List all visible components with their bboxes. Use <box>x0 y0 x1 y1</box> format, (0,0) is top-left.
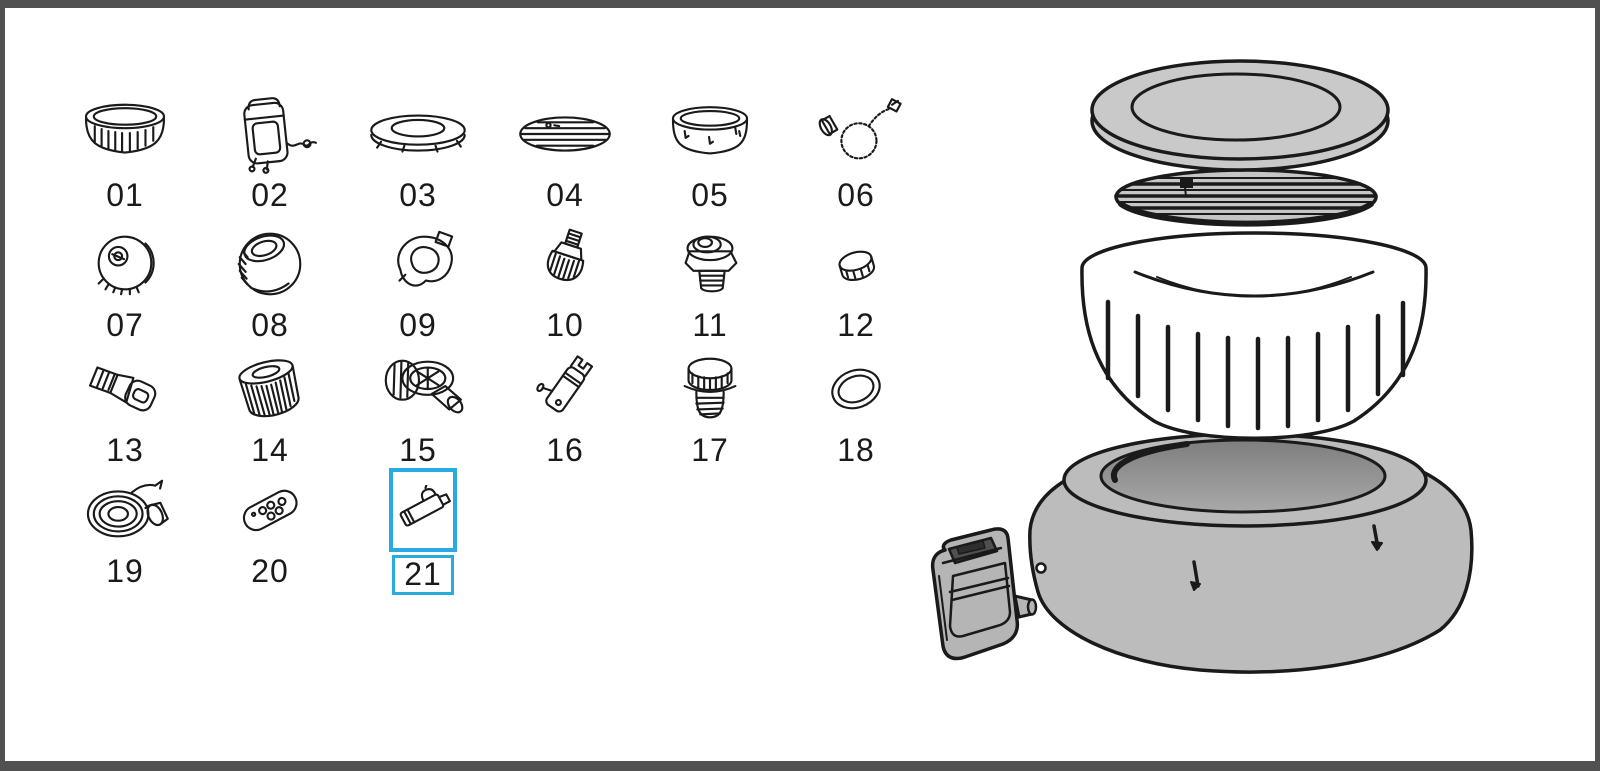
inflated-ring-illustration <box>1080 231 1428 440</box>
tub-wall-icon <box>652 92 768 176</box>
part-number: 10 <box>546 307 584 343</box>
part-number: 07 <box>106 307 144 343</box>
part-number: 13 <box>106 432 144 468</box>
part-cell-08[interactable]: 08 <box>205 222 335 343</box>
wrench-tool-icon <box>516 347 614 431</box>
cover-lid-icon <box>353 92 483 176</box>
part-number: 20 <box>251 553 289 589</box>
valve-cap-icon <box>77 222 173 306</box>
inflated-ring-icon <box>65 92 185 176</box>
coiled-hose-icon <box>802 92 910 176</box>
clamp-icon <box>369 222 467 306</box>
part-cell-13[interactable]: 13 <box>60 347 190 468</box>
air-valve-icon <box>519 222 611 306</box>
part-number: 18 <box>837 432 875 468</box>
threaded-adapter-icon <box>664 347 756 431</box>
part-cell-10[interactable]: 10 <box>500 222 630 343</box>
pump-unit-icon <box>210 92 330 176</box>
hose-coil-icon <box>71 468 179 552</box>
large-cap-icon <box>218 222 322 306</box>
part-cell-19[interactable]: 19 <box>60 468 190 589</box>
ring-nut-icon <box>814 222 898 306</box>
part-cell-20[interactable]: 20 <box>205 468 335 589</box>
part-cell-12[interactable]: 12 <box>791 222 921 343</box>
jet-fitting-icon <box>662 222 758 306</box>
part-number: 16 <box>546 432 584 468</box>
cover-lid-illustration <box>1090 59 1390 172</box>
part-cell-16[interactable]: 16 <box>500 347 630 468</box>
remote-control-icon <box>218 468 322 552</box>
part-cell-21[interactable]: 21 <box>358 468 488 595</box>
part-cell-05[interactable]: 05 <box>645 92 775 213</box>
part-number: 05 <box>691 177 729 213</box>
part-number: 19 <box>106 553 144 589</box>
part-cell-06[interactable]: 06 <box>791 92 921 213</box>
filter-cartridge-icon <box>221 347 319 431</box>
part-number: 15 <box>399 432 437 468</box>
part-cell-15[interactable]: 15 <box>353 347 483 468</box>
part-number: 12 <box>837 307 875 343</box>
part-number: 02 <box>251 177 289 213</box>
cover-bladder-illustration <box>1114 168 1378 227</box>
part-cell-11[interactable]: 11 <box>645 222 775 343</box>
part-cell-09[interactable]: 09 <box>353 222 483 343</box>
part-cell-07[interactable]: 07 <box>60 222 190 343</box>
part-cell-03[interactable]: 03 <box>353 92 483 213</box>
spa-tub-illustration <box>1028 432 1474 674</box>
inline-connector-icon <box>389 468 457 552</box>
part-number: 04 <box>546 177 584 213</box>
part-number: 01 <box>106 177 144 213</box>
buckle-clip-icon <box>73 347 177 431</box>
spa-exploded-view <box>930 59 1474 674</box>
part-cell-01[interactable]: 01 <box>60 92 190 213</box>
part-number: 11 <box>692 307 728 343</box>
diagram-canvas: 01 02 <box>5 8 1595 761</box>
part-number: 09 <box>399 307 437 343</box>
part-number: 08 <box>251 307 289 343</box>
part-number: 21 <box>392 555 454 595</box>
cover-bladder-icon <box>505 92 625 176</box>
part-cell-18[interactable]: 18 <box>791 347 921 468</box>
part-cell-17[interactable]: 17 <box>645 347 775 468</box>
part-number: 03 <box>399 177 437 213</box>
part-cell-04[interactable]: 04 <box>500 92 630 213</box>
o-ring-icon <box>813 347 899 431</box>
part-number: 06 <box>837 177 875 213</box>
pump-unit-illustration <box>930 527 1038 661</box>
strainer-valve-icon <box>365 347 471 431</box>
part-cell-14[interactable]: 14 <box>205 347 335 468</box>
part-number: 14 <box>251 432 289 468</box>
part-cell-02[interactable]: 02 <box>205 92 335 213</box>
part-number: 17 <box>691 432 729 468</box>
